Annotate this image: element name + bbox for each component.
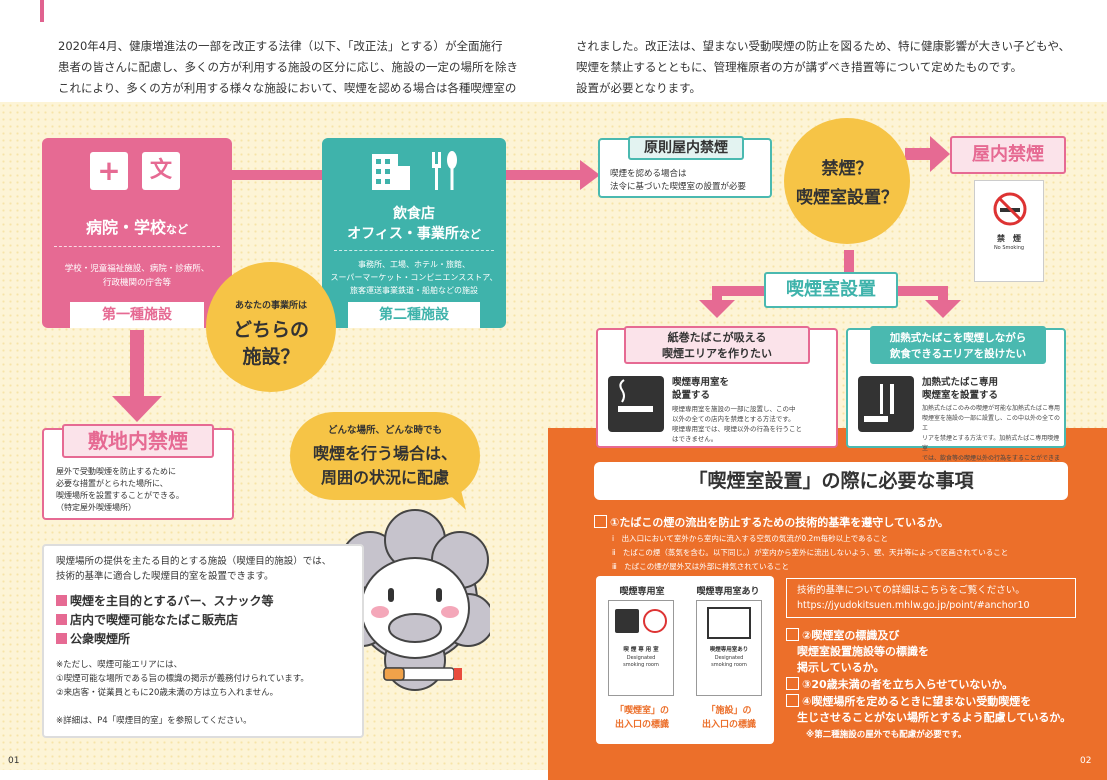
intro-right: されました。改正法は、望まない受動喫煙の防止を図るため、特に健康影響が大きい子ど… — [576, 36, 1076, 99]
smoking-purpose-list: 喫煙を主目的とするバー、スナック等 店内で喫煙可能なたばこ販売店 公衆喫煙所 — [56, 592, 274, 649]
list-item: ⅰ 出入口において室外から室内に流入する空気の気流が0.2m毎秒以上であること — [612, 534, 889, 543]
speech-tail — [440, 486, 466, 510]
info-link-box: 技術的基準についての詳細はこちらをご覧ください。 https://jyudoki… — [786, 578, 1076, 618]
floor-plan-icon — [707, 607, 751, 639]
indoor-ban-label: 屋内禁煙 — [950, 136, 1066, 174]
arrow-head-indoor-ban — [930, 136, 950, 172]
smoking-room-icon — [608, 376, 664, 432]
principle-desc: 喫煙を認める場合は 法令に基づいた喫煙室の設置が必要 — [610, 169, 747, 192]
school-icon: 文 — [142, 152, 180, 190]
sign-facility: 喫煙専用室あり Designated smoking room — [696, 600, 762, 696]
question-bubble: あなたの事業所は どちらの 施設？ — [206, 262, 336, 392]
intro-left-line: 患者の皆さんに配慮し、多くの方が利用する施設の区分に応じ、施設の一定の場所を除き — [58, 60, 518, 74]
requirement-item3: ③20歳未満の者を立ち入らせていないか。 — [786, 676, 1096, 692]
requirement-item1: ①たばこの煙の流出を防止するための技術的基準を遵守しているか。 — [594, 514, 1094, 530]
list-item: 店内で喫煙可能なたばこ販売店 — [56, 611, 274, 630]
bottom-strip — [0, 770, 548, 780]
intro-right-line: 設置が必要となります。 — [576, 81, 702, 95]
arrow-head-outdoor — [112, 396, 162, 422]
requirement-note: ※第二種施設の屋外でも配慮が必要です。 — [806, 730, 967, 740]
page-number-left: 01 — [8, 756, 20, 766]
intro-right-line: されました。改正法は、望まない受動喫煙の防止を図るため、特に健康影響が大きい子ど… — [576, 39, 1071, 53]
decide-bubble: 禁煙？ 喫煙室設置？ — [784, 118, 910, 244]
principle-box: 原則屋内禁煙 喫煙を認める場合は 法令に基づいた喫煙室の設置が必要 — [598, 136, 772, 198]
outdoor-box: 敷地内禁煙 屋外で受動喫煙を防止するために 必要な措置がとられた場所に、 喫煙場… — [42, 424, 234, 520]
cross-icon: + — [90, 152, 128, 190]
smoking-purpose-ref: ※詳細は、P4「喫煙目的室」を参照してください。 — [56, 716, 252, 726]
smoking-purpose-intro: 喫煙場所の提供を主たる目的とする施設（喫煙目的施設）では、 技術的基準に適合した… — [56, 556, 332, 582]
smoking-purpose-box: 喫煙場所の提供を主たる目的とする施設（喫煙目的施設）では、 技術的基準に適合した… — [42, 544, 364, 738]
outdoor-desc: 屋外で受動喫煙を防止するために 必要な措置がとられた場所に、 喫煙場所を設置する… — [56, 467, 184, 512]
type2-card: 飲食店 オフィス・事業所など 事務所、工場、ホテル・旅館、 スーパーマーケット・… — [322, 138, 506, 328]
list-item: ⅲ たばこの煙が屋外又は外部に排気されていること — [612, 562, 790, 571]
heated-tobacco-icon — [858, 376, 914, 432]
list-item: ⅱ たばこの煙（蒸気を含む。以下同じ。）が室内から室外に流出しないよう、壁、天井… — [612, 548, 1009, 557]
requirement-sub-list: ⅰ 出入口において室外から室内に流入する空気の気流が0.2m毎秒以上であること … — [612, 532, 1082, 574]
option-paper-title: 紙巻たばこが吸える 喫煙エリアを作りたい — [624, 326, 810, 364]
intro-left-line: これにより、多くの方が利用する様々な施設において、喫煙を認める場合は各種喫煙室の — [58, 81, 517, 95]
room-setup-label: 喫煙室設置 — [764, 272, 898, 308]
requirement-item4: ④喫煙場所を定めるときに望まない受動喫煙を 生じさせることがない場所とするよう配… — [786, 694, 1102, 726]
list-item: 公衆喫煙所 — [56, 630, 274, 649]
type2-title: 飲食店 オフィス・事業所など — [347, 206, 481, 242]
intro-left: 2020年4月、健康増進法の一部を改正する法律（以下、「改正法」とする）が全面施… — [58, 36, 538, 99]
building-icon — [372, 154, 410, 190]
no-smoking-icon — [993, 192, 1027, 226]
sign-smoking-room: 喫 煙 専 用 室 Designated smoking room — [608, 600, 674, 696]
intro-left-line: 2020年4月、健康増進法の一部を改正する法律（以下、「改正法」とする）が全面施… — [58, 39, 503, 53]
type2-desc: 事務所、工場、ホテル・旅館、 スーパーマーケット・コンビニエンスストア、 旅客運… — [330, 260, 498, 295]
cigarette-illustration — [383, 667, 462, 681]
principle-title: 原則屋内禁煙 — [628, 136, 744, 160]
outdoor-label: 敷地内禁煙 — [62, 424, 214, 458]
arrow-head-principle — [580, 160, 600, 190]
signs-card: 喫煙専用室 喫煙専用室あり 喫 煙 専 用 室 Designated smoki… — [596, 576, 774, 744]
type2-label: 第二種施設 — [348, 302, 480, 328]
page-number-right: 02 — [1080, 756, 1092, 766]
arrow-type2-principle — [505, 170, 585, 180]
option-paper-box: 紙巻たばこが吸える 喫煙エリアを作りたい 喫煙専用室を 設置する 喫煙専用室を施… — [596, 326, 838, 448]
arrow-head-paper — [699, 300, 735, 318]
intro-right-line: 喫煙を禁止するとともに、管理権原者の方が講ずべき措置等について定めたものです。 — [576, 60, 1023, 74]
arrow-type1-type2 — [232, 170, 324, 180]
arrow-head-heat — [925, 300, 961, 318]
type1-card: + 文 病院・学校など 学校・児童福祉施設、病院・診療所、 行政機関の庁舎等 第… — [42, 138, 232, 328]
requirements-title: 「喫煙室設置」の際に必要な事項 — [594, 462, 1068, 500]
type1-desc: 学校・児童福祉施設、病院・診療所、 行政機関の庁舎等 — [64, 264, 210, 288]
top-accent-bar — [40, 0, 44, 22]
option-heat-box: 加熱式たばこを喫煙しながら 飲食できるエリアを設けたい 加熱式たばこ専用 喫煙室… — [846, 326, 1066, 472]
option-heat-title: 加熱式たばこを喫煙しながら 飲食できるエリアを設けたい — [870, 326, 1046, 364]
no-smoking-sign: 禁 煙 No Smoking — [974, 180, 1044, 282]
requirement-item2: ②喫煙室の標識及び 喫煙室設置施設等の標識を 掲示しているか。 — [786, 628, 1096, 676]
fork-knife-icon — [432, 151, 457, 190]
list-item: 喫煙を主目的とするバー、スナック等 — [56, 592, 274, 611]
speech-bubble: どんな場所、どんな時でも 喫煙を行う場合は、 周囲の状況に配慮 — [290, 412, 480, 500]
smoking-purpose-note: ※ただし、喫煙可能エリアには、 ①喫煙可能な場所である旨の標識の掲示が義務付けら… — [56, 660, 309, 698]
option-heat-head: 加熱式たばこ専用 喫煙室を設置する — [922, 377, 999, 401]
option-paper-desc: 喫煙専用室を施設の一部に設置し、この中 以外の全ての店内を禁煙とする方法です。 … — [672, 405, 802, 443]
option-paper-head: 喫煙専用室を 設置する — [672, 377, 730, 401]
smoking-icon — [615, 609, 639, 633]
type1-label: 第一種施設 — [70, 302, 204, 328]
mhlw-link[interactable]: https://jyudokitsuen.mhlw.go.jp/point/#a… — [797, 600, 1030, 611]
no-child-icon — [643, 609, 667, 633]
type1-title: 病院・学校など — [85, 218, 188, 237]
